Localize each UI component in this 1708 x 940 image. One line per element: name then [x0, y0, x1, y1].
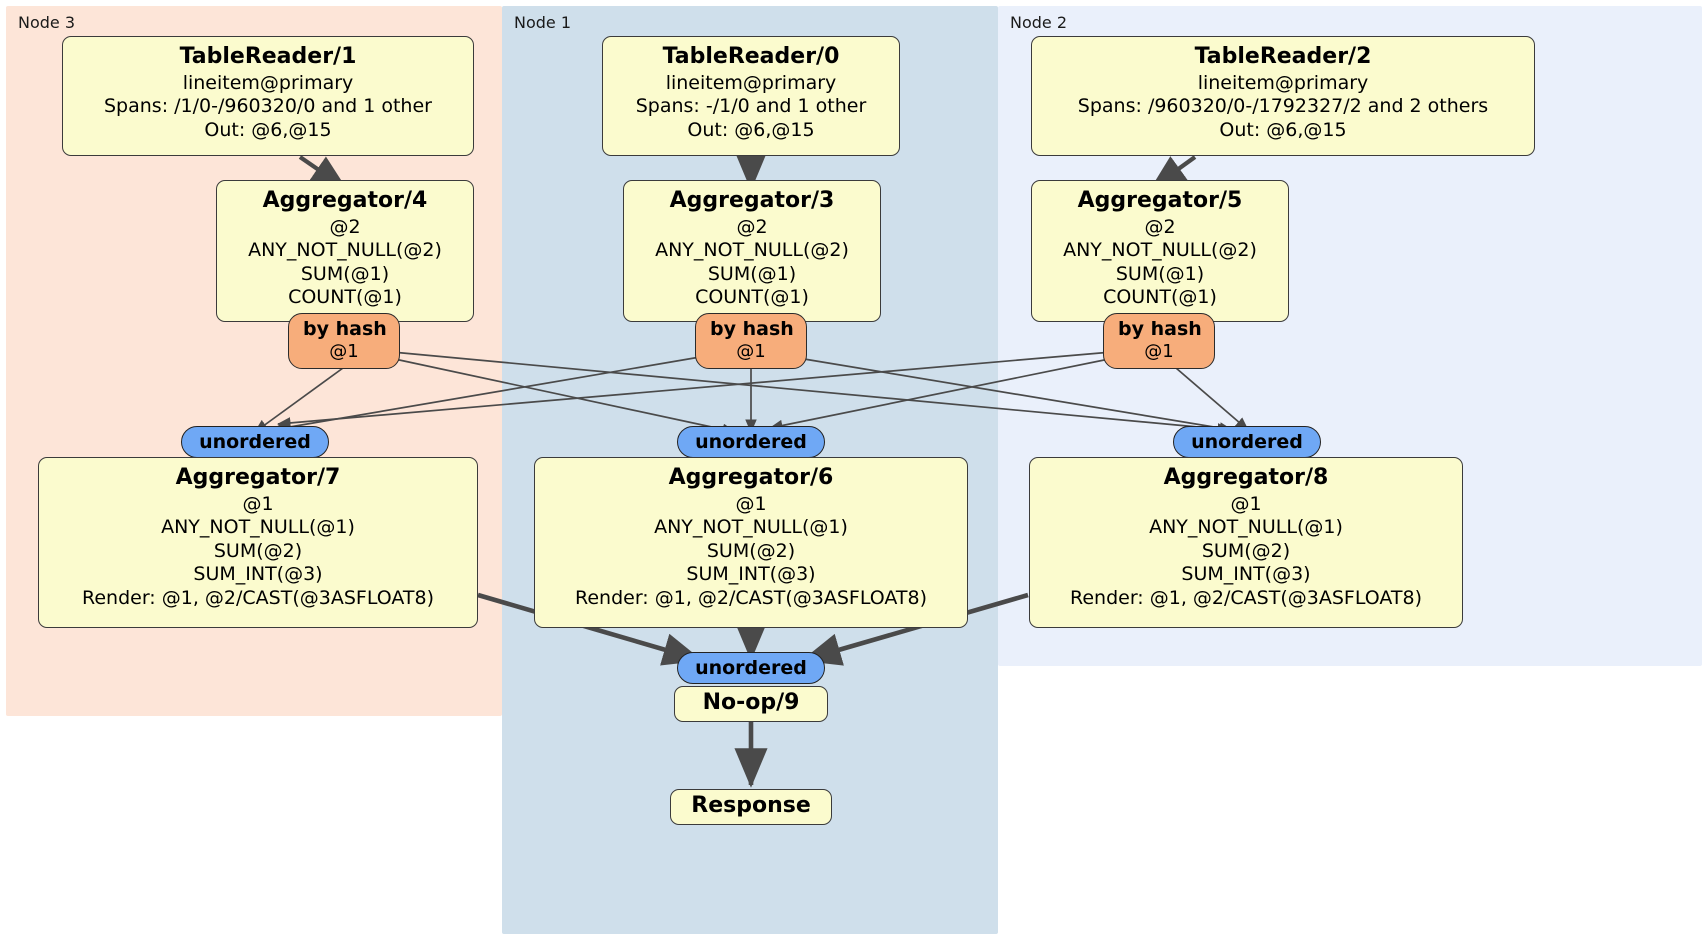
node-panel-label-node1: Node 1	[514, 13, 572, 32]
processor-line: lineitem@primary	[1197, 71, 1369, 94]
processor-line: @2	[329, 215, 361, 238]
synchronizer-unordered-left[interactable]: unordered	[181, 426, 329, 458]
processor-line: @2	[736, 215, 768, 238]
processor-aggregator-8[interactable]: Aggregator/8 @1 ANY_NOT_NULL(@1) SUM(@2)…	[1029, 457, 1463, 628]
processor-line: lineitem@primary	[665, 71, 837, 94]
processor-line: Render: @1, @2/CAST(@3ASFLOAT8)	[575, 586, 927, 609]
processor-line: SUM(@1)	[707, 262, 797, 285]
processor-line: Spans: /1/0-/960320/0 and 1 other	[104, 95, 432, 118]
processor-aggregator-6[interactable]: Aggregator/6 @1 ANY_NOT_NULL(@1) SUM(@2)…	[534, 457, 968, 628]
processor-title: Aggregator/4	[262, 188, 428, 213]
synchronizer-unordered-final[interactable]: unordered	[677, 652, 825, 684]
processor-line: SUM(@2)	[706, 539, 796, 562]
processor-line: Spans: -/1/0 and 1 other	[635, 95, 867, 118]
processor-title: Response	[691, 793, 811, 818]
processor-title: No-op/9	[702, 690, 800, 715]
processor-title: TableReader/1	[179, 44, 357, 69]
processor-table-reader-2[interactable]: TableReader/2 lineitem@primary Spans: /9…	[1031, 36, 1535, 156]
processor-line: COUNT(@1)	[695, 286, 809, 309]
processor-line: @1	[1230, 492, 1262, 515]
synchronizer-label: unordered	[695, 431, 807, 453]
processor-line: SUM(@2)	[213, 539, 303, 562]
processor-title: TableReader/2	[1194, 44, 1372, 69]
synchronizer-label: unordered	[1191, 431, 1303, 453]
processor-line: COUNT(@1)	[1103, 286, 1217, 309]
router-key: @1	[736, 340, 766, 362]
router-by-hash-center[interactable]: by hash @1	[695, 313, 807, 369]
processor-line: SUM(@1)	[1115, 262, 1205, 285]
synchronizer-unordered-right[interactable]: unordered	[1173, 426, 1321, 458]
processor-title: Aggregator/6	[668, 465, 834, 490]
node-panel-label-node2: Node 2	[1010, 13, 1068, 32]
processor-line: COUNT(@1)	[288, 286, 402, 309]
router-type: by hash	[303, 318, 387, 340]
processor-line: lineitem@primary	[182, 71, 354, 94]
processor-line: SUM_INT(@3)	[1181, 563, 1311, 586]
router-type: by hash	[1118, 318, 1202, 340]
processor-line: ANY_NOT_NULL(@2)	[248, 239, 442, 262]
processor-aggregator-7[interactable]: Aggregator/7 @1 ANY_NOT_NULL(@1) SUM(@2)…	[38, 457, 478, 628]
processor-line: ANY_NOT_NULL(@2)	[655, 239, 849, 262]
processor-line: @2	[1144, 215, 1176, 238]
processor-title: Aggregator/8	[1163, 465, 1329, 490]
processor-aggregator-4[interactable]: Aggregator/4 @2 ANY_NOT_NULL(@2) SUM(@1)…	[216, 180, 474, 322]
processor-title: TableReader/0	[662, 44, 840, 69]
router-by-hash-right[interactable]: by hash @1	[1103, 313, 1215, 369]
processor-title: Aggregator/3	[669, 188, 835, 213]
node-panel-label-node3: Node 3	[18, 13, 76, 32]
processor-line: Out: @6,@15	[204, 118, 332, 141]
processor-aggregator-3[interactable]: Aggregator/3 @2 ANY_NOT_NULL(@2) SUM(@1)…	[623, 180, 881, 322]
router-key: @1	[329, 340, 359, 362]
processor-line: ANY_NOT_NULL(@1)	[161, 516, 355, 539]
processor-line: SUM_INT(@3)	[686, 563, 816, 586]
processor-line: SUM(@2)	[1201, 539, 1291, 562]
processor-line: SUM(@1)	[300, 262, 390, 285]
router-key: @1	[1144, 340, 1174, 362]
processor-line: Render: @1, @2/CAST(@3ASFLOAT8)	[82, 586, 434, 609]
processor-line: ANY_NOT_NULL(@2)	[1063, 239, 1257, 262]
processor-line: Out: @6,@15	[687, 118, 815, 141]
processor-table-reader-1[interactable]: TableReader/1 lineitem@primary Spans: /1…	[62, 36, 474, 156]
processor-title: Aggregator/7	[175, 465, 341, 490]
processor-line: @1	[735, 492, 767, 515]
processor-title: Aggregator/5	[1077, 188, 1243, 213]
processor-line: ANY_NOT_NULL(@1)	[1149, 516, 1343, 539]
processor-line: SUM_INT(@3)	[193, 563, 323, 586]
synchronizer-label: unordered	[695, 657, 807, 679]
processor-response[interactable]: Response	[670, 789, 832, 825]
synchronizer-unordered-center[interactable]: unordered	[677, 426, 825, 458]
processor-line: @1	[242, 492, 274, 515]
processor-noop-9[interactable]: No-op/9	[674, 686, 828, 722]
processor-line: ANY_NOT_NULL(@1)	[654, 516, 848, 539]
router-type: by hash	[710, 318, 794, 340]
processor-line: Out: @6,@15	[1219, 118, 1347, 141]
processor-line: Spans: /960320/0-/1792327/2 and 2 others	[1077, 95, 1489, 118]
processor-table-reader-0[interactable]: TableReader/0 lineitem@primary Spans: -/…	[602, 36, 900, 156]
synchronizer-label: unordered	[199, 431, 311, 453]
router-by-hash-left[interactable]: by hash @1	[288, 313, 400, 369]
processor-line: Render: @1, @2/CAST(@3ASFLOAT8)	[1070, 586, 1422, 609]
processor-aggregator-5[interactable]: Aggregator/5 @2 ANY_NOT_NULL(@2) SUM(@1)…	[1031, 180, 1289, 322]
